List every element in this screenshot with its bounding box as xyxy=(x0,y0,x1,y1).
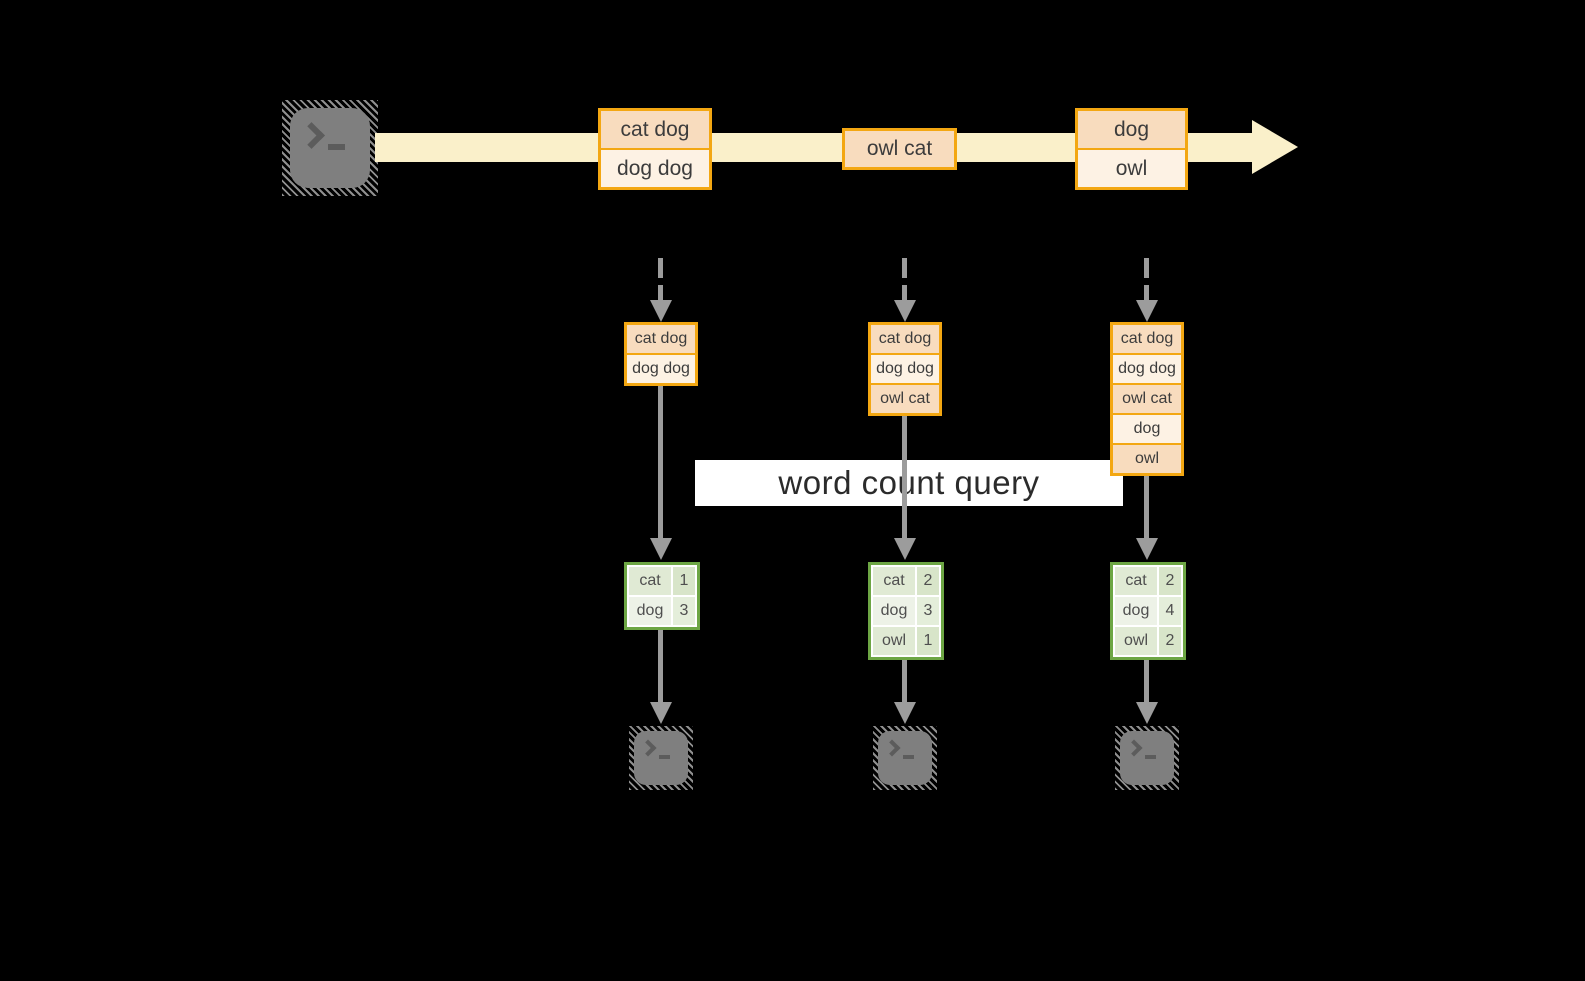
arrowhead-icon xyxy=(650,538,672,560)
stream-arrowhead-icon xyxy=(1252,120,1298,174)
prompt-underscore-icon xyxy=(659,755,670,759)
count-value: 1 xyxy=(673,567,695,595)
arrow-down-icon xyxy=(1144,476,1149,538)
stream-batch-2: owl cat xyxy=(842,128,957,170)
terminal-icon-body xyxy=(1120,731,1174,785)
prompt-underscore-icon xyxy=(903,755,914,759)
query-label-box: word count query xyxy=(695,460,1123,506)
batch-item: owl cat xyxy=(845,131,954,167)
input-row: dog dog xyxy=(1113,353,1181,383)
stream-batch-1: cat dog dog dog xyxy=(598,108,712,190)
batch-item: dog dog xyxy=(601,148,709,187)
batch-item: dog xyxy=(1078,111,1185,148)
count-word: dog xyxy=(1115,597,1157,625)
count-table-2: cat 2 dog 3 owl 1 xyxy=(868,562,944,660)
query-label: word count query xyxy=(778,464,1040,501)
input-row: owl xyxy=(1113,443,1181,473)
batch-item: cat dog xyxy=(601,111,709,148)
count-word: cat xyxy=(1115,567,1157,595)
input-row: dog dog xyxy=(871,353,939,383)
count-table-3: cat 2 dog 4 owl 2 xyxy=(1110,562,1186,660)
count-word: dog xyxy=(629,597,671,625)
count-table-1: cat 1 dog 3 xyxy=(624,562,700,630)
prompt-chevron-icon xyxy=(883,739,901,757)
prompt-chevron-icon xyxy=(639,739,657,757)
input-row: cat dog xyxy=(871,325,939,353)
count-word: owl xyxy=(1115,627,1157,655)
prompt-chevron-icon xyxy=(1125,739,1143,757)
input-row: owl cat xyxy=(871,383,939,413)
terminal-icon-body xyxy=(634,731,688,785)
arrowhead-icon xyxy=(650,702,672,724)
count-value: 3 xyxy=(917,597,939,625)
count-word: owl xyxy=(873,627,915,655)
dashed-arrow-down-icon xyxy=(1144,258,1149,300)
accumulated-input-1: cat dog dog dog xyxy=(624,322,698,386)
terminal-icon-body xyxy=(878,731,932,785)
arrowhead-icon xyxy=(894,538,916,560)
prompt-chevron-icon xyxy=(298,122,325,149)
prompt-underscore-icon xyxy=(1145,755,1156,759)
terminal-icon xyxy=(629,726,693,790)
arrow-down-icon xyxy=(658,386,663,538)
count-value: 1 xyxy=(917,627,939,655)
terminal-icon xyxy=(1115,726,1179,790)
arrowhead-icon xyxy=(1136,538,1158,560)
arrow-down-icon xyxy=(902,416,907,538)
arrowhead-icon xyxy=(1136,300,1158,322)
input-row: dog dog xyxy=(627,353,695,383)
arrow-down-icon xyxy=(658,630,663,702)
count-value: 2 xyxy=(917,567,939,595)
input-row: cat dog xyxy=(627,325,695,353)
arrowhead-icon xyxy=(1136,702,1158,724)
input-row: owl cat xyxy=(1113,383,1181,413)
count-value: 2 xyxy=(1159,627,1181,655)
dashed-arrow-down-icon xyxy=(902,258,907,300)
input-row: cat dog xyxy=(1113,325,1181,353)
prompt-underscore-icon xyxy=(328,144,345,150)
count-value: 4 xyxy=(1159,597,1181,625)
count-word: cat xyxy=(873,567,915,595)
input-row: dog xyxy=(1113,413,1181,443)
count-value: 3 xyxy=(673,597,695,625)
batch-item: owl xyxy=(1078,148,1185,187)
arrow-down-icon xyxy=(902,660,907,702)
arrowhead-icon xyxy=(894,702,916,724)
terminal-icon-body xyxy=(290,108,370,188)
accumulated-input-2: cat dog dog dog owl cat xyxy=(868,322,942,416)
arrow-down-icon xyxy=(1144,660,1149,702)
count-word: dog xyxy=(873,597,915,625)
count-value: 2 xyxy=(1159,567,1181,595)
terminal-icon xyxy=(282,100,378,196)
count-word: cat xyxy=(629,567,671,595)
arrowhead-icon xyxy=(650,300,672,322)
accumulated-input-3: cat dog dog dog owl cat dog owl xyxy=(1110,322,1184,476)
dashed-arrow-down-icon xyxy=(658,258,663,300)
stream-batch-3: dog owl xyxy=(1075,108,1188,190)
terminal-icon xyxy=(873,726,937,790)
arrowhead-icon xyxy=(894,300,916,322)
